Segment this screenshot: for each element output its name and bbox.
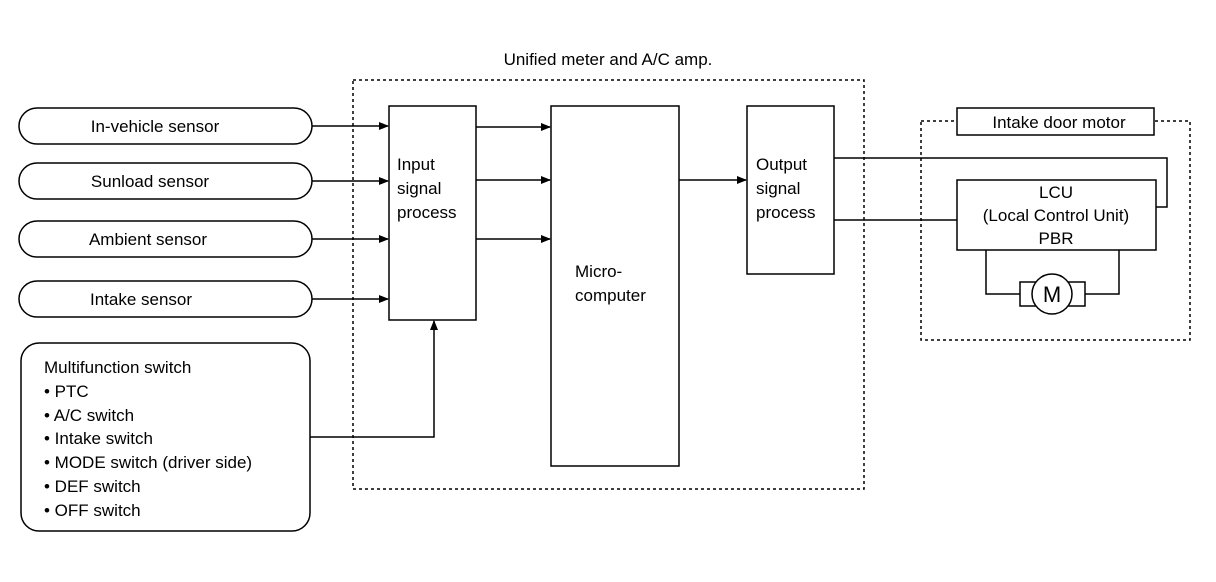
intake-door-motor-label-box	[956, 107, 1155, 136]
multifunction-title: Multifunction switch	[44, 358, 191, 377]
output-block-line: Output	[756, 155, 807, 174]
sensor-label: Ambient sensor	[89, 230, 207, 249]
multifunction-item: • Intake switch	[44, 429, 153, 448]
intake-door-motor-title: Intake door motor	[992, 113, 1126, 132]
motor-symbol: M	[1043, 282, 1061, 307]
micro-block-line: Micro-	[575, 262, 622, 281]
input-block-line: process	[397, 203, 457, 222]
lcu-line: (Local Control Unit)	[983, 206, 1129, 225]
output-signal-process-block: Output signal process	[746, 105, 835, 275]
multifunction-item: • DEF switch	[44, 477, 141, 496]
lcu-line: PBR	[1039, 229, 1074, 248]
sensor-label: Intake sensor	[90, 290, 192, 309]
multifunction-switch-box: Multifunction switch • PTC • A/C switch …	[20, 342, 311, 532]
lcu-block: LCU (Local Control Unit) PBR	[956, 179, 1157, 251]
microcomputer-block: Micro- computer	[550, 105, 680, 467]
micro-block-line: computer	[575, 286, 646, 305]
sensor-label: In-vehicle sensor	[91, 117, 220, 136]
motor-icon	[1031, 273, 1073, 315]
wire-lcu-motor-left	[985, 250, 1020, 295]
unified-meter-group-border	[352, 79, 865, 490]
output-block-line: signal	[756, 179, 800, 198]
sensor-intake: Intake sensor	[18, 280, 313, 318]
input-block-line: signal	[397, 179, 441, 198]
arrow-multifunction	[310, 320, 438, 438]
sensor-in-vehicle: In-vehicle sensor	[18, 107, 313, 145]
output-block-line: process	[756, 203, 816, 222]
multifunction-item: • A/C switch	[44, 406, 134, 425]
input-block-line: Input	[397, 155, 435, 174]
wire-output-lcu-top	[834, 157, 1168, 208]
sensor-ambient: Ambient sensor	[18, 220, 313, 258]
unified-meter-group-title: Unified meter and A/C amp.	[504, 50, 713, 69]
sensor-sunload: Sunload sensor	[18, 162, 313, 200]
input-signal-process-block: Input signal process	[388, 105, 477, 321]
wire-lcu-motor-right	[1085, 250, 1120, 295]
multifunction-item: • OFF switch	[44, 501, 141, 520]
sensor-label: Sunload sensor	[91, 172, 209, 191]
multifunction-item: • MODE switch (driver side)	[44, 453, 252, 472]
lcu-line: LCU	[1039, 183, 1073, 202]
multifunction-item: • PTC	[44, 382, 89, 401]
